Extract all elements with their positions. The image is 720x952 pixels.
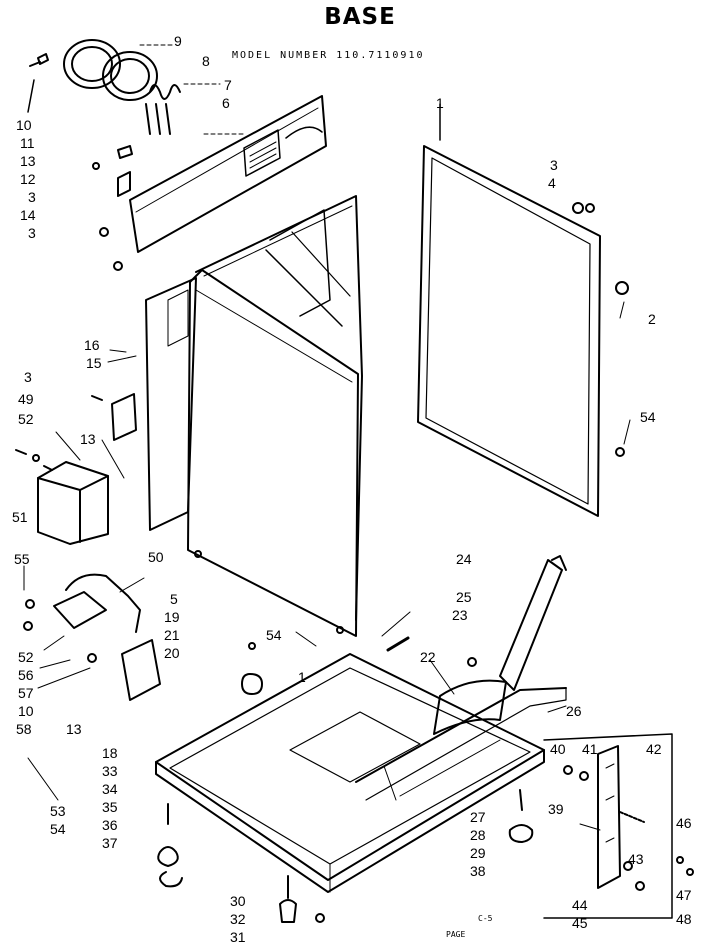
callout-30: 30 [230, 893, 246, 909]
screw-part [27, 53, 49, 113]
callout-29: 29 [470, 845, 486, 861]
spring-part [145, 83, 221, 135]
callout-27: 27 [470, 809, 486, 825]
callout-50: 50 [148, 549, 164, 565]
callout-3: 3 [550, 157, 558, 173]
callout-10: 10 [18, 703, 34, 719]
callout-13: 13 [20, 153, 36, 169]
callout-3: 3 [28, 189, 36, 205]
support-strut-part [386, 555, 567, 735]
callout-22: 22 [420, 649, 436, 665]
callout-21: 21 [164, 627, 180, 643]
callout-10: 10 [16, 117, 32, 133]
callout-11: 11 [20, 135, 35, 151]
callout-52: 52 [18, 411, 34, 427]
callout-28: 28 [470, 827, 486, 843]
callout-25: 25 [456, 589, 472, 605]
callout-48: 48 [676, 911, 692, 927]
callout-46: 46 [676, 815, 692, 831]
callout-57: 57 [18, 685, 34, 701]
callout-44: 44 [572, 897, 588, 913]
callout-35: 35 [102, 799, 118, 815]
callout-13: 13 [80, 431, 96, 447]
callout-23: 23 [452, 607, 468, 623]
callout-4: 4 [548, 175, 556, 191]
callout-58: 58 [16, 721, 32, 737]
leveling-leg-part [157, 642, 534, 923]
callout-43: 43 [628, 851, 644, 867]
callout-24: 24 [456, 551, 472, 567]
callout-3: 3 [28, 225, 36, 241]
callout-45: 45 [572, 915, 588, 931]
callout-26: 26 [566, 703, 582, 719]
bracket-part [92, 145, 133, 271]
callout-16: 16 [84, 337, 100, 353]
callout-2: 2 [648, 311, 656, 327]
callout-13: 13 [66, 721, 82, 737]
callout-36: 36 [102, 817, 118, 833]
diagram-title: BASE [324, 4, 396, 30]
callout-33: 33 [102, 763, 118, 779]
callout-12: 12 [20, 171, 36, 187]
callout-1: 1 [298, 669, 306, 685]
callout-20: 20 [164, 645, 180, 661]
callout-51: 51 [12, 509, 28, 525]
front-panel-part [187, 269, 359, 637]
terminal-box-part [15, 449, 109, 545]
callout-8: 8 [202, 53, 210, 69]
base-tray-part [155, 653, 567, 893]
callout-15: 15 [86, 355, 102, 371]
page-code: C-5 [478, 914, 493, 923]
callout-54: 54 [50, 821, 66, 837]
callout-53: 53 [50, 803, 66, 819]
leader-lines [23, 301, 631, 831]
callout-38: 38 [470, 863, 486, 879]
wire-harness-part [23, 573, 161, 701]
callout-34: 34 [102, 781, 118, 797]
callout-18: 18 [102, 745, 118, 761]
callout-54: 54 [640, 409, 656, 425]
model-number-line: MODEL NUMBER 110.7110910 [232, 50, 425, 61]
callout-47: 47 [676, 887, 692, 903]
callout-9: 9 [174, 33, 182, 49]
callout-52: 52 [18, 649, 34, 665]
callout-39: 39 [548, 801, 564, 817]
callout-7: 7 [224, 77, 232, 93]
callout-6: 6 [222, 95, 230, 111]
cabinet-frame-part [195, 195, 363, 621]
callout-14: 14 [20, 207, 36, 223]
callout-19: 19 [164, 609, 180, 625]
callout-31: 31 [230, 929, 246, 945]
callout-54: 54 [266, 627, 282, 643]
callout-5: 5 [170, 591, 178, 607]
page-tag: PAGE [446, 930, 466, 939]
callout-41: 41 [582, 741, 598, 757]
callout-40: 40 [550, 741, 566, 757]
hinge-assembly-part [543, 733, 694, 919]
callout-49: 49 [18, 391, 34, 407]
callout-56: 56 [18, 667, 34, 683]
bracket-part [91, 393, 137, 441]
callout-42: 42 [646, 741, 662, 757]
callout-3: 3 [24, 369, 32, 385]
callout-37: 37 [102, 835, 118, 851]
callout-1: 1 [436, 95, 444, 111]
top-panel-part [129, 95, 327, 253]
callout-55: 55 [14, 551, 30, 567]
callout-32: 32 [230, 911, 246, 927]
door-seal-ring-part [63, 39, 173, 101]
back-panel-part [417, 103, 629, 517]
